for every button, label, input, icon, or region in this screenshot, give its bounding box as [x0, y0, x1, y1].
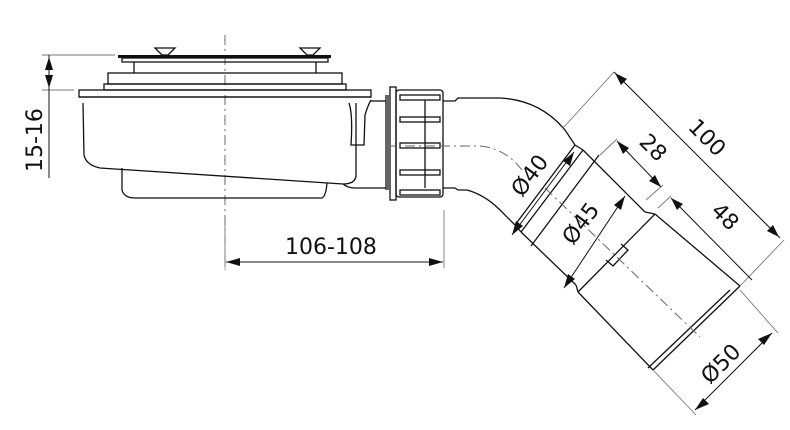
- dim-height: 15-16: [23, 54, 115, 178]
- dim-d45-label: Ø45: [558, 198, 605, 249]
- coupling-nut: [385, 86, 445, 201]
- dim-length-100: 100: [562, 71, 785, 287]
- drain-body: [78, 89, 386, 199]
- dim-d45: Ø45: [558, 195, 626, 289]
- dim-offset: 106-108: [224, 210, 445, 268]
- dim-segment-28: 28: [599, 130, 671, 201]
- dim-length-100-label: 100: [683, 115, 730, 162]
- dim-d40: Ø40: [507, 150, 575, 236]
- dim-height-label: 15-16: [23, 108, 48, 172]
- dim-segment-48-label: 48: [706, 199, 743, 236]
- dim-segment-48: 48: [657, 195, 753, 281]
- dim-d50-label: Ø50: [697, 340, 747, 390]
- elbow-pipe: [440, 97, 741, 371]
- dim-segment-28-label: 28: [634, 130, 671, 167]
- dim-d40-label: Ø40: [507, 150, 554, 201]
- dim-offset-label: 106-108: [285, 235, 377, 260]
